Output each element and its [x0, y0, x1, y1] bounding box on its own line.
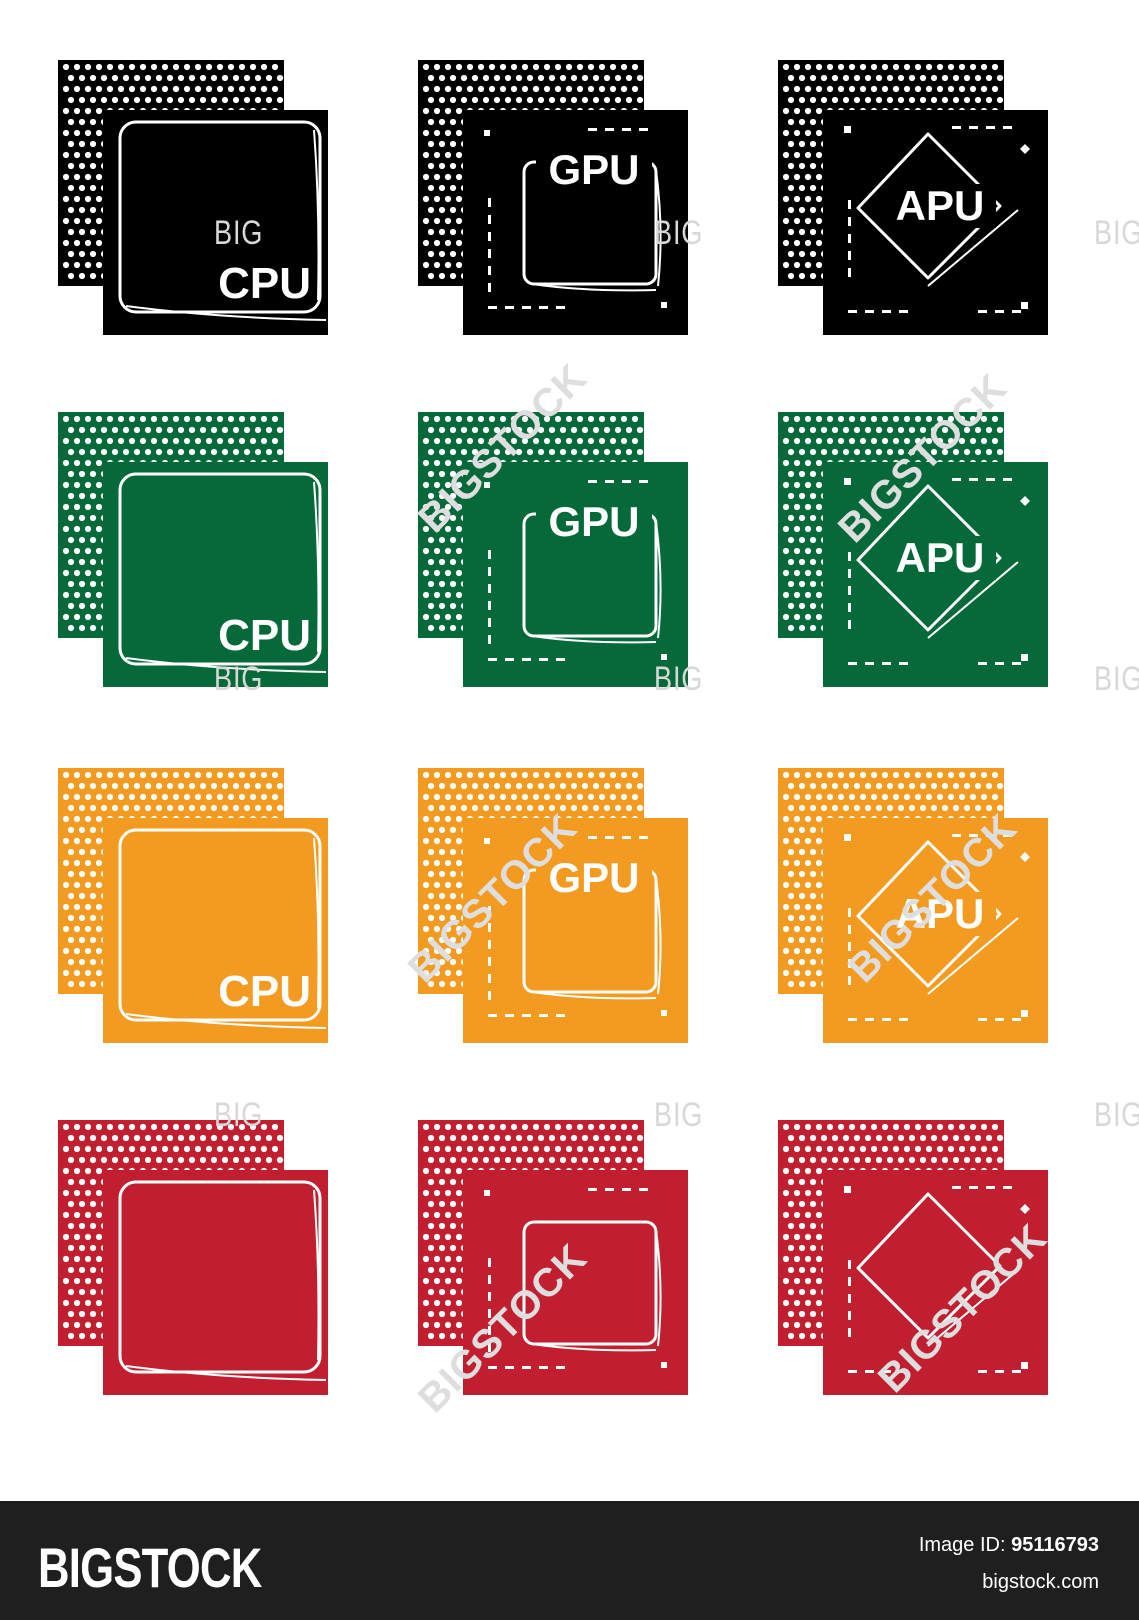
gpu-label: GPU: [548, 854, 639, 901]
watermark-big: BIG: [654, 214, 704, 252]
cpu-chip-red: [58, 1120, 330, 1396]
apu-chip-orange: APU: [778, 768, 1050, 1044]
gpu-chip-green: GPU: [418, 412, 690, 688]
cpu-chip-black: CPU: [58, 60, 330, 336]
chip-icon: APU: [778, 60, 1048, 335]
watermark-big: BIG: [214, 660, 264, 698]
apu-chip-black: APU: [778, 60, 1050, 336]
chip-icon: CPU: [58, 60, 328, 335]
brand-logo: BIGSTOCK: [38, 1536, 262, 1599]
apu-label: APU: [896, 534, 985, 581]
chip-icon: CPU: [58, 768, 328, 1043]
chip-icon: GPU: [418, 60, 688, 335]
gpu-chip-black: GPU: [418, 60, 690, 336]
chip-icon: GPU: [418, 412, 688, 687]
apu-label: APU: [896, 182, 985, 229]
watermark-big: BIG: [1094, 660, 1139, 698]
chip-icon: [58, 1120, 328, 1395]
apu-label: APU: [896, 890, 985, 937]
apu-chip-green: APU: [778, 412, 1050, 688]
image-id-value: 95116793: [1011, 1534, 1099, 1556]
chip-icon: [778, 1120, 1048, 1395]
watermark-big: BIG: [654, 660, 704, 698]
gpu-label: GPU: [548, 146, 639, 193]
watermark-big: BIG: [1094, 214, 1139, 252]
watermark-big: BIG: [654, 1096, 704, 1134]
watermark-big: BIG: [214, 1096, 264, 1134]
watermark-big: BIG: [214, 214, 264, 252]
chip-icon: APU: [778, 768, 1048, 1043]
icon-grid: CPU GPU APU CPU GPU APU CPU GPU APU: [58, 60, 1050, 1396]
gpu-chip-orange: GPU: [418, 768, 690, 1044]
watermark-big: BIG: [1094, 1096, 1139, 1134]
cpu-label: CPU: [218, 259, 311, 308]
image-id-label: Image ID:: [918, 1534, 1006, 1556]
cpu-label: CPU: [218, 967, 311, 1016]
chip-icon: [418, 1120, 688, 1395]
gpu-label: GPU: [548, 498, 639, 545]
cpu-chip-green: CPU: [58, 412, 330, 688]
image-id: Image ID: 95116793: [919, 1534, 1099, 1557]
cpu-chip-orange: CPU: [58, 768, 330, 1044]
apu-chip-red: [778, 1120, 1050, 1396]
chip-icon: GPU: [418, 768, 688, 1043]
site-link[interactable]: bigstock.com: [982, 1571, 1099, 1593]
chip-icon: CPU: [58, 412, 328, 687]
footer-bar: BIGSTOCK Image ID: 95116793 bigstock.com: [0, 1501, 1139, 1620]
chip-icon: APU: [778, 412, 1048, 687]
cpu-label: CPU: [218, 611, 311, 660]
gpu-chip-red: [418, 1120, 690, 1396]
